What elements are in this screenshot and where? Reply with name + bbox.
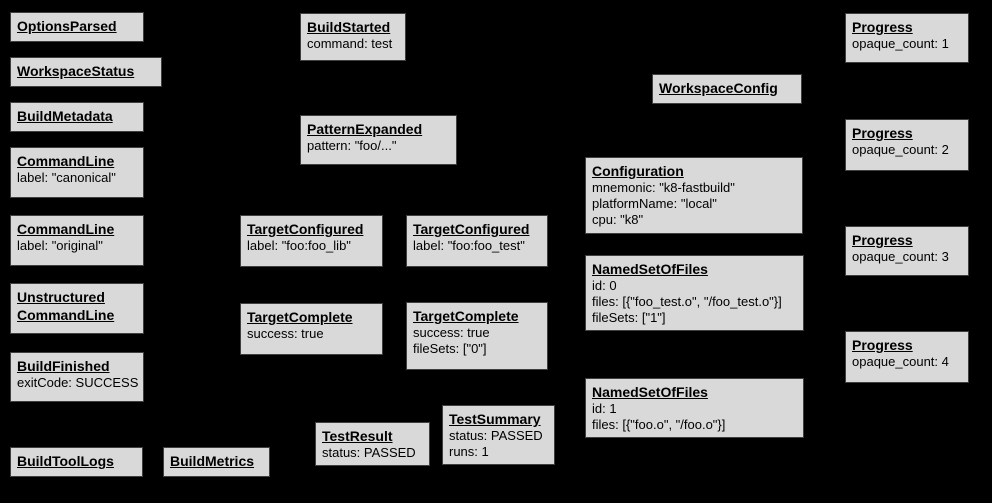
node-detail: fileSets: ["1"] — [592, 310, 666, 325]
node-title: WorkspaceConfig — [659, 80, 778, 96]
node-detail: id: 0 — [592, 278, 617, 293]
node-detail: label: "original" — [17, 238, 103, 253]
node-title: Progress — [852, 232, 913, 248]
node-title: OptionsParsed — [17, 18, 117, 34]
node-title: BuildStarted — [307, 19, 391, 35]
node-build-tool-logs: BuildToolLogs — [10, 447, 143, 477]
node-workspace-config: WorkspaceConfig — [652, 74, 802, 104]
node-detail: fileSets: ["0"] — [413, 341, 487, 356]
node-unstructured-command-line: Unstructured CommandLine — [10, 283, 144, 334]
node-title: Progress — [852, 19, 913, 35]
node-options-parsed: OptionsParsed — [10, 12, 144, 42]
node-detail: runs: 1 — [449, 444, 489, 459]
node-title: TargetConfigured — [247, 221, 364, 237]
node-title: Unstructured CommandLine — [17, 289, 115, 323]
node-title: TargetComplete — [413, 308, 519, 324]
node-title: BuildMetrics — [170, 453, 255, 469]
node-detail: status: PASSED — [449, 428, 543, 443]
node-detail: platformName: "local" — [592, 196, 717, 211]
node-title: TargetConfigured — [413, 221, 530, 237]
node-detail: opaque_count: 1 — [852, 36, 949, 51]
node-title: NamedSetOfFiles — [592, 384, 708, 400]
node-detail: label: "foo:foo_lib" — [247, 238, 351, 253]
node-build-metadata: BuildMetadata — [10, 102, 144, 132]
node-detail: label: "canonical" — [17, 170, 116, 185]
node-title: Progress — [852, 337, 913, 353]
node-title: BuildToolLogs — [17, 453, 114, 469]
node-detail: exitCode: SUCCESS — [17, 375, 139, 390]
node-workspace-status: WorkspaceStatus — [10, 57, 162, 87]
node-detail: files: [{"foo_test.o", "/foo_test.o"}] — [592, 294, 782, 309]
node-title: TestSummary — [449, 411, 541, 427]
node-build-metrics: BuildMetrics — [163, 447, 270, 477]
node-detail: cpu: "k8" — [592, 212, 644, 227]
node-detail: pattern: "foo/..." — [307, 138, 397, 153]
node-title: NamedSetOfFiles — [592, 261, 708, 277]
node-title: Configuration — [592, 163, 684, 179]
node-title: CommandLine — [17, 221, 115, 237]
node-detail: id: 1 — [592, 401, 617, 416]
node-title: PatternExpanded — [307, 121, 423, 137]
node-title: WorkspaceStatus — [17, 63, 135, 79]
node-detail: opaque_count: 2 — [852, 142, 949, 157]
node-detail: label: "foo:foo_test" — [413, 238, 525, 253]
node-title: TargetComplete — [247, 309, 353, 325]
node-detail: opaque_count: 4 — [852, 354, 949, 369]
node-detail: success: true — [413, 325, 490, 340]
node-title: BuildMetadata — [17, 108, 113, 124]
node-detail: success: true — [247, 326, 324, 341]
node-detail: opaque_count: 3 — [852, 249, 949, 264]
node-detail: status: PASSED — [322, 445, 416, 460]
node-title: Progress — [852, 125, 913, 141]
node-title: BuildFinished — [17, 358, 110, 374]
node-title: TestResult — [322, 428, 393, 444]
node-detail: mnemonic: "k8-fastbuild" — [592, 180, 735, 195]
node-detail: command: test — [307, 36, 393, 51]
node-title: CommandLine — [17, 153, 115, 169]
node-detail: files: [{"foo.o", "/foo.o"}] — [592, 417, 726, 432]
